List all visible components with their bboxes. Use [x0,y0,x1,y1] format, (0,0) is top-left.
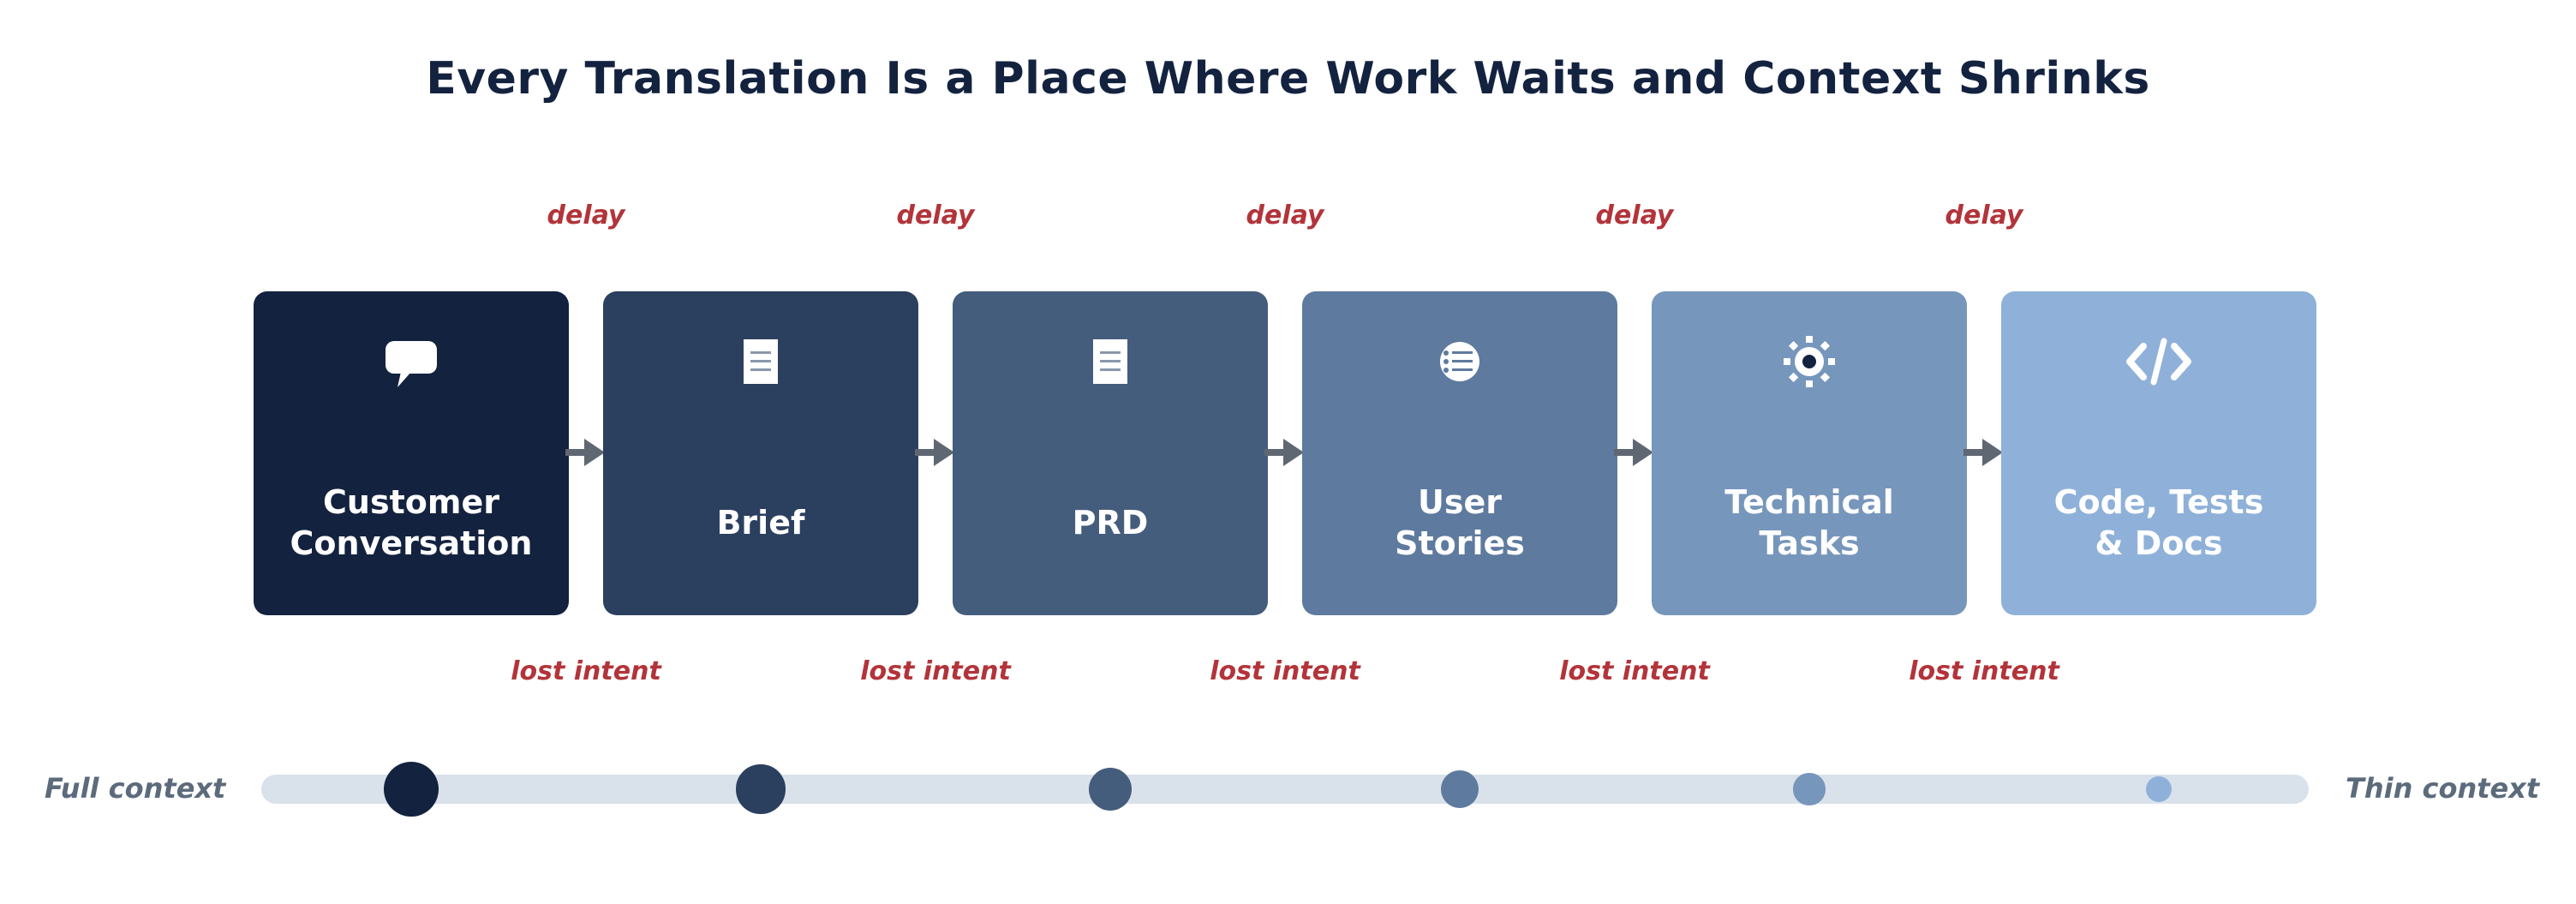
stage-label: PRD [1072,504,1149,542]
stage-box: Customer Conversation [254,291,569,615]
list-icon [1302,334,1617,389]
stage-box: User Stories [1302,291,1617,615]
context-dot [1441,770,1479,808]
context-track [261,775,2309,804]
gear-icon [1652,334,1967,389]
diagram-title: Every Translation Is a Place Where Work … [426,53,2150,105]
delay-label: delay [1246,201,1324,230]
stage-label: Technical Tasks [1724,483,1894,562]
document-icon [603,334,918,389]
context-dot [1793,773,1826,805]
arrow-right-icon [1264,435,1306,473]
delay-label: delay [547,201,625,230]
lost-intent-label: lost intent [1559,656,1710,686]
code-icon [2001,334,2316,389]
lost-intent-label: lost intent [860,656,1011,686]
stage-box: Code, Tests & Docs [2001,291,2316,615]
stage-label: Code, Tests & Docs [2053,483,2264,562]
stage-box: PRD [953,291,1268,615]
arrow-right-icon [565,435,607,473]
speech-bubble-icon [254,334,569,389]
stage-label: Brief [716,504,805,542]
delay-label: delay [1945,201,2023,230]
lost-intent-label: lost intent [1210,656,1360,686]
context-dot [1088,767,1133,811]
delay-label: delay [896,201,975,230]
stage-label: Customer Conversation [290,483,533,562]
stage-box: Technical Tasks [1652,291,1967,615]
full-context-label: Full context [45,772,226,805]
thin-context-label: Thin context [2346,772,2540,805]
arrow-right-icon [1963,435,2005,473]
document-icon [953,334,1268,389]
context-dot [2145,775,2173,803]
stage-box: Brief [603,291,918,615]
stage-label: User Stories [1395,483,1525,562]
delay-label: delay [1595,201,1674,230]
lost-intent-label: lost intent [1909,656,2059,686]
lost-intent-label: lost intent [511,656,661,686]
context-dot [384,762,439,817]
context-dot [736,764,786,814]
arrow-right-icon [1614,435,1655,473]
arrow-right-icon [915,435,956,473]
